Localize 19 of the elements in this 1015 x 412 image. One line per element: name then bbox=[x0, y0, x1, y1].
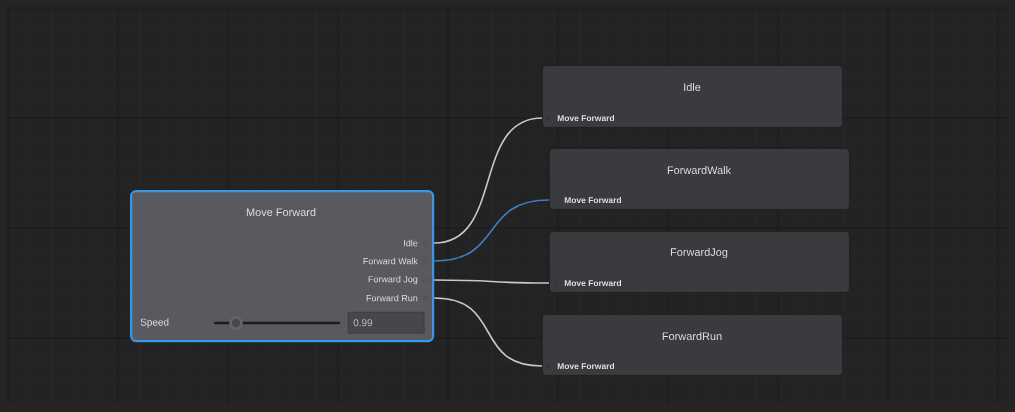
value-field: 0.99 bbox=[348, 312, 425, 334]
port-label: Move Forward bbox=[557, 114, 615, 122]
node-title: ForwardWalk bbox=[667, 166, 732, 175]
port-label: Move Forward bbox=[564, 279, 622, 287]
parameter-label: Speed bbox=[140, 318, 169, 328]
port-label: Forward Run bbox=[366, 294, 418, 302]
port-label: Idle bbox=[404, 239, 418, 247]
connector bbox=[433, 199, 550, 262]
node-title: Idle bbox=[684, 83, 701, 92]
node-title: Move Forward bbox=[246, 208, 316, 217]
port-label: Move Forward bbox=[564, 196, 622, 204]
node-title: ForwardJog bbox=[671, 247, 728, 259]
node-title: ForwardRun bbox=[662, 332, 722, 341]
port-label: Move Forward bbox=[557, 362, 615, 370]
connector bbox=[433, 279, 550, 284]
port-label: Forward Walk bbox=[363, 257, 418, 265]
connector bbox=[433, 117, 543, 244]
connector bbox=[433, 297, 543, 367]
port-label: Forward Jog bbox=[368, 275, 418, 285]
